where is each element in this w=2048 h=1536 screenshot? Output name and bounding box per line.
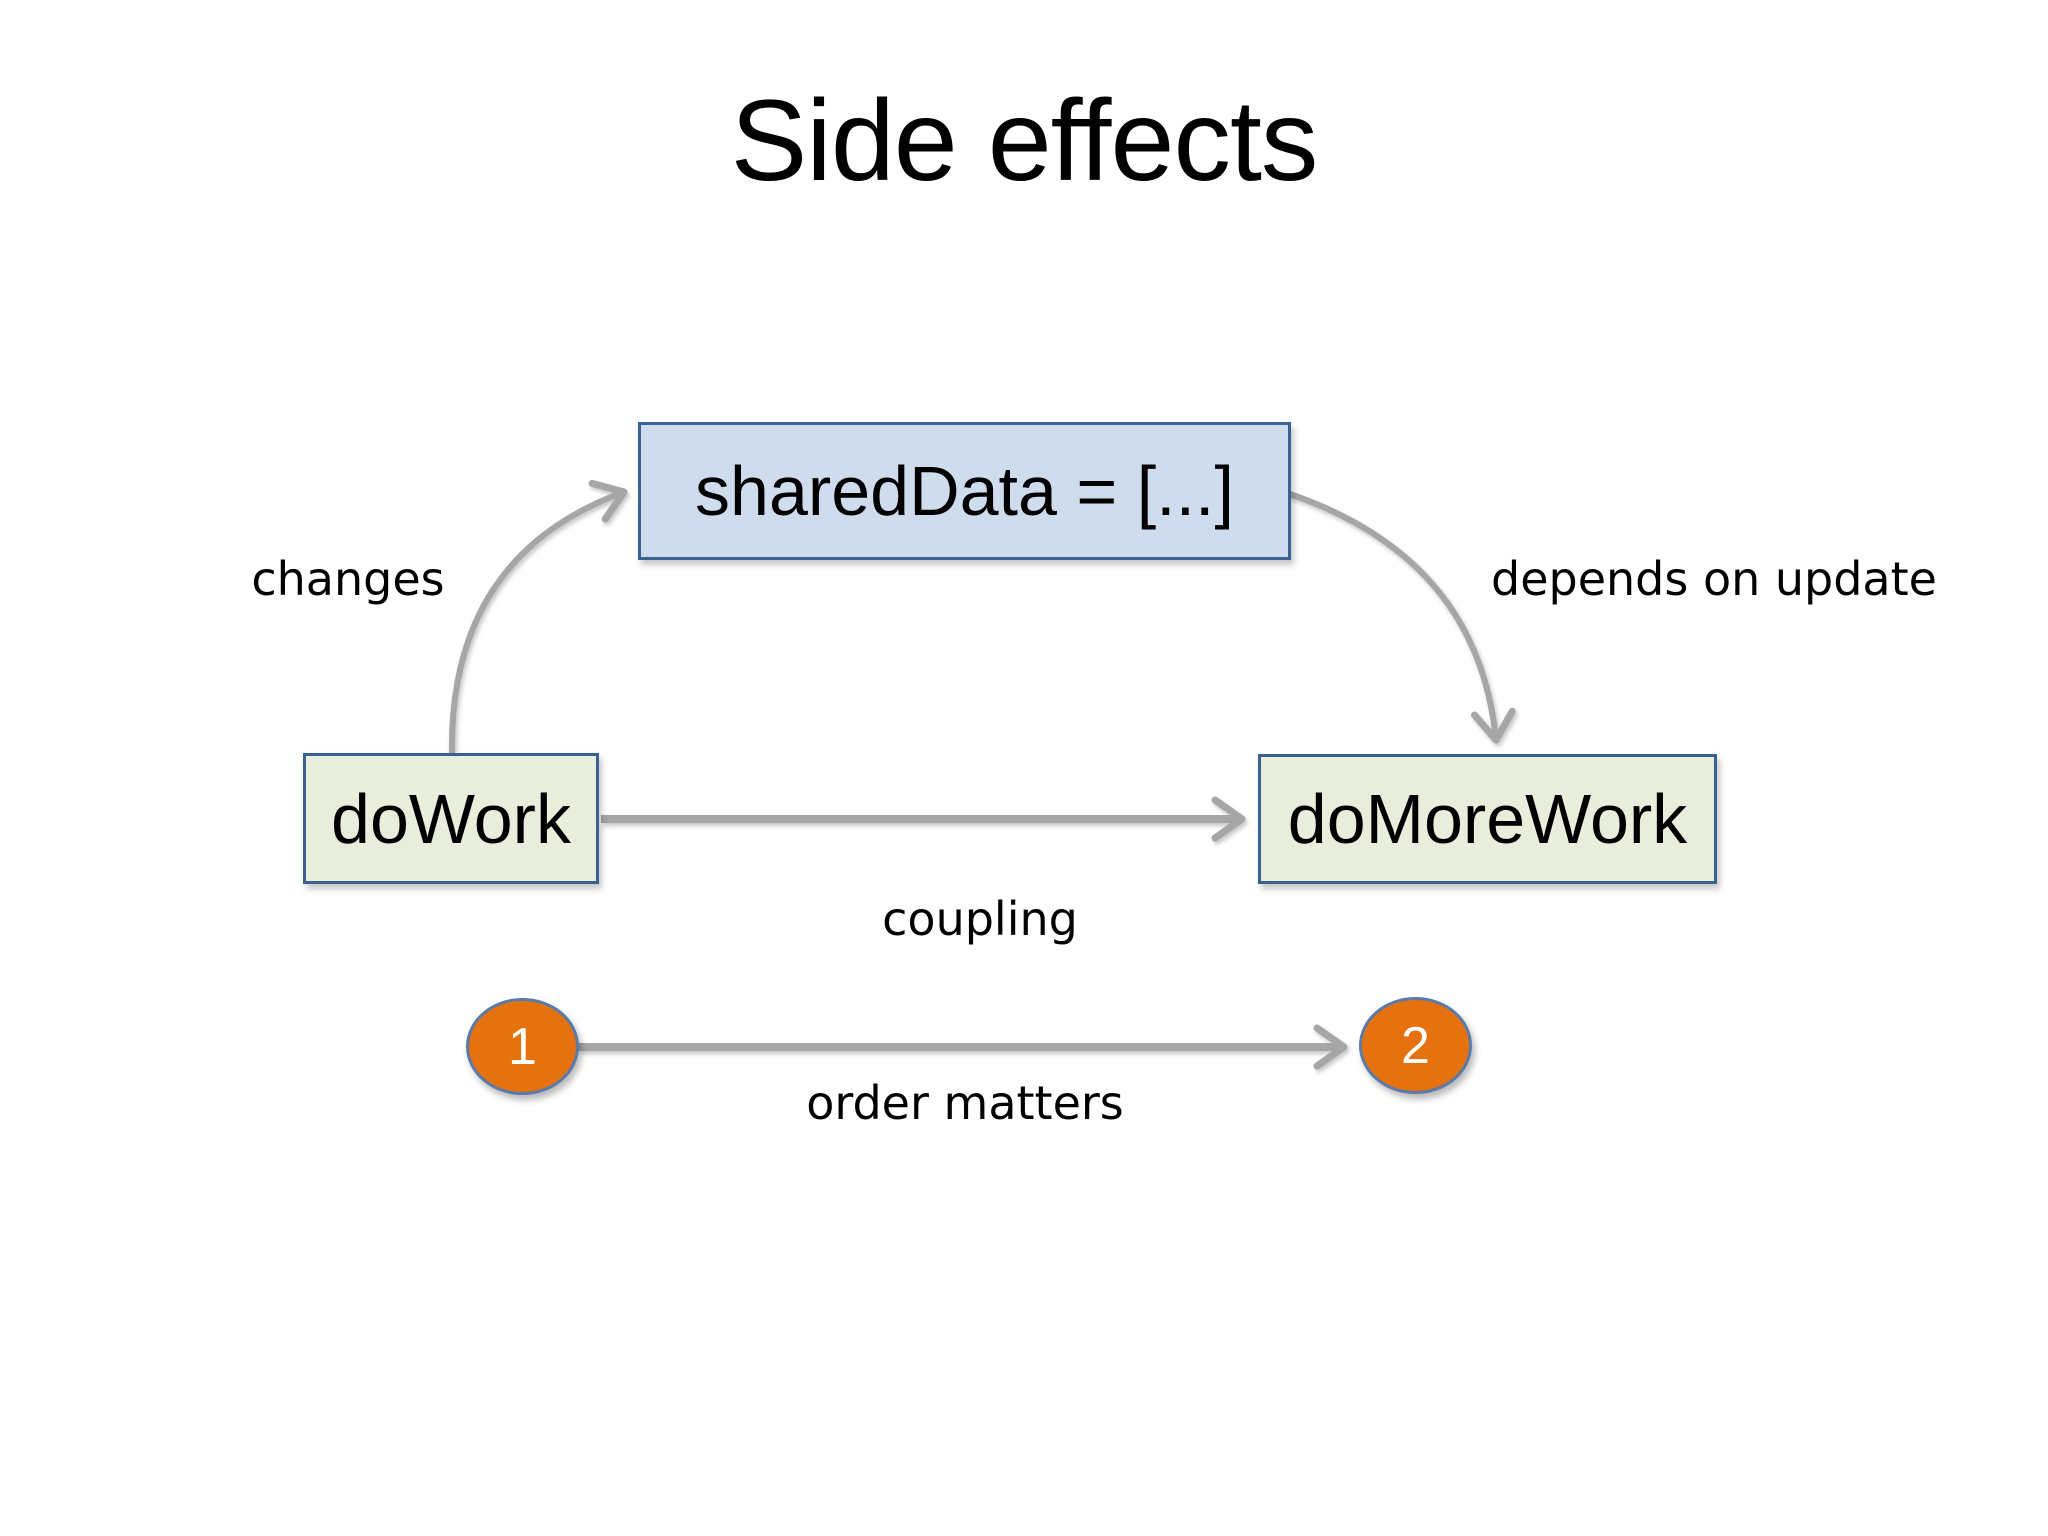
edge-label-changes: changes <box>251 552 445 606</box>
sequence-step-2-circle: 2 <box>1359 997 1472 1094</box>
node-do-more-work: doMoreWork <box>1258 754 1717 884</box>
sequence-step-1-number: 1 <box>508 1017 537 1076</box>
slide-title: Side effects <box>730 77 1319 205</box>
sequence-step-2-number: 2 <box>1401 1016 1430 1075</box>
node-shared-data-label: sharedData = [...] <box>695 452 1234 530</box>
changes-arrow <box>448 479 628 757</box>
node-do-work: doWork <box>303 753 599 884</box>
edge-label-order-matters: order matters <box>806 1076 1124 1130</box>
edge-label-coupling: coupling <box>882 892 1078 946</box>
sequence-step-1-circle: 1 <box>466 998 579 1095</box>
node-do-work-label: doWork <box>331 779 571 858</box>
edge-label-depends-on-update: depends on update <box>1491 552 1937 606</box>
depends-on-update-arrow <box>1283 489 1516 744</box>
node-shared-data: sharedData = [...] <box>638 422 1291 560</box>
node-do-more-work-label: doMoreWork <box>1287 780 1688 858</box>
